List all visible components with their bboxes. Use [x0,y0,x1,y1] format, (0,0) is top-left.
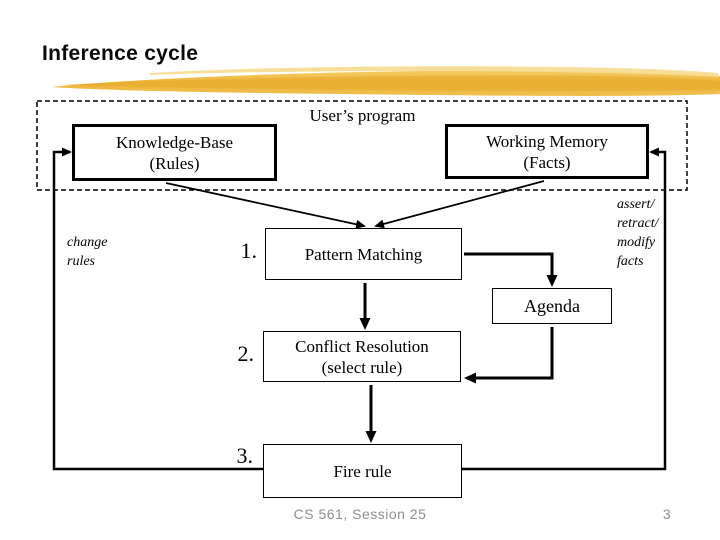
assert-facts-line2: retract/ [617,216,659,231]
knowledge-base-subtitle: (Rules) [149,153,200,173]
page-title: Inference cycle [42,42,199,65]
users-program-dashed-frame [36,100,688,191]
change-rules-line2: rules [67,254,95,269]
pattern-matching-box: Pattern Matching [265,228,462,280]
working-memory-subtitle: (Facts) [523,152,571,172]
assert-facts-line4: facts [617,254,644,269]
conflict-resolution-subtitle: (select rule) [321,357,403,377]
conflict-resolution-box: Conflict Resolution (select rule) [263,331,461,382]
step-number-1: 1. [240,238,258,263]
footer-course-label: CS 561, Session 25 [293,506,427,522]
working-memory-box: Working Memory (Facts) [445,124,649,179]
arrow-agenda-to-conflict-resolution [464,327,554,384]
arrow-knowledge-base-to-pattern-matching [165,182,366,229]
knowledge-base-title: Knowledge-Base [115,132,234,152]
change-rules-line1: change [67,235,108,250]
brush-core [60,75,720,92]
arrow-fire-rule-to-working-memory [462,147,667,471]
arrow-pattern-matching-to-agenda [464,252,558,287]
assert-facts-annotation: assert/ retract/ modify facts [617,195,660,271]
arrow-fire-rule-to-knowledge-base [52,147,264,471]
agenda-label: Agenda [524,295,580,316]
footer-page-number: 3 [662,506,672,522]
conflict-resolution-title: Conflict Resolution [295,336,429,356]
pattern-matching-label: Pattern Matching [304,244,423,264]
fire-rule-box: Fire rule [263,444,462,498]
agenda-box: Agenda [492,288,612,324]
working-memory-title: Working Memory [486,131,608,151]
change-rules-annotation: change rules [67,233,107,271]
users-program-label: User’s program [309,106,416,125]
fire-rule-label: Fire rule [333,461,392,481]
step-number-3: 3. [236,443,254,468]
step-number-2: 2. [237,341,255,366]
arrow-working-memory-to-pattern-matching [374,180,545,229]
knowledge-base-box: Knowledge-Base (Rules) [72,124,277,181]
assert-facts-line3: modify [617,235,656,250]
brush-highlight [150,66,719,77]
assert-facts-line1: assert/ [617,197,655,212]
